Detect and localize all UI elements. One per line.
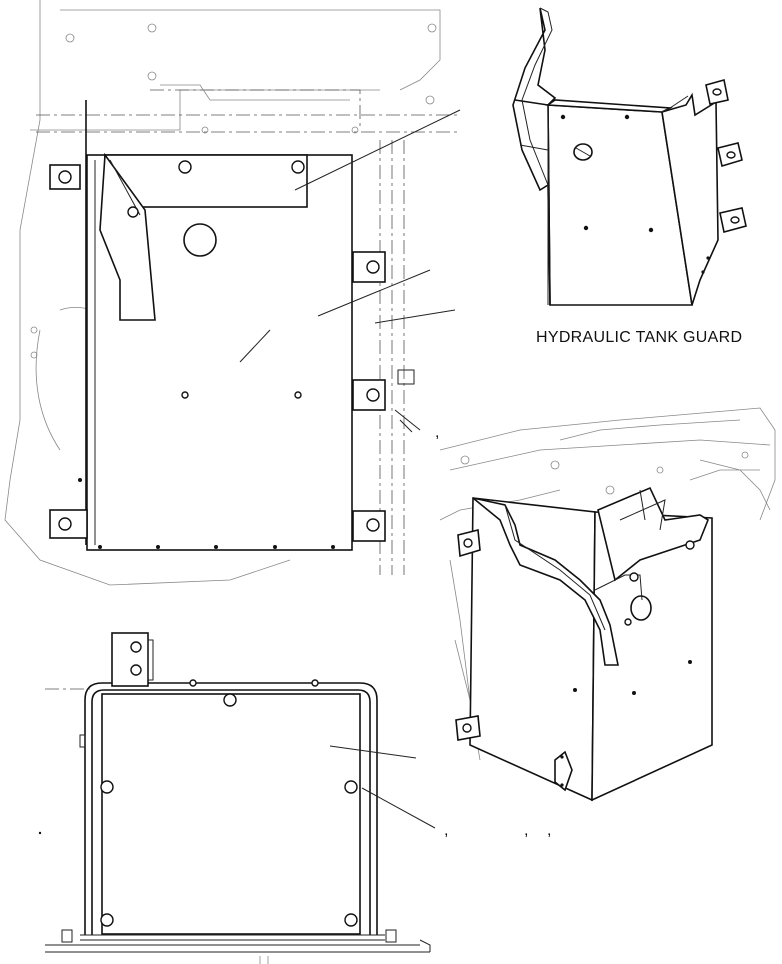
callout-mark: , bbox=[524, 822, 529, 839]
callout-mark: , bbox=[547, 822, 552, 839]
callout-mark: , bbox=[444, 822, 449, 839]
isometric-assembly-view bbox=[439, 407, 776, 802]
callout-mark: , bbox=[435, 424, 440, 441]
hydraulic-tank-guard-isometric bbox=[512, 7, 747, 306]
plan-view-assembly bbox=[38, 632, 436, 964]
front-view-assembly bbox=[4, 0, 461, 586]
hydraulic-tank-guard-label: HYDRAULIC TANK GUARD bbox=[536, 329, 743, 346]
